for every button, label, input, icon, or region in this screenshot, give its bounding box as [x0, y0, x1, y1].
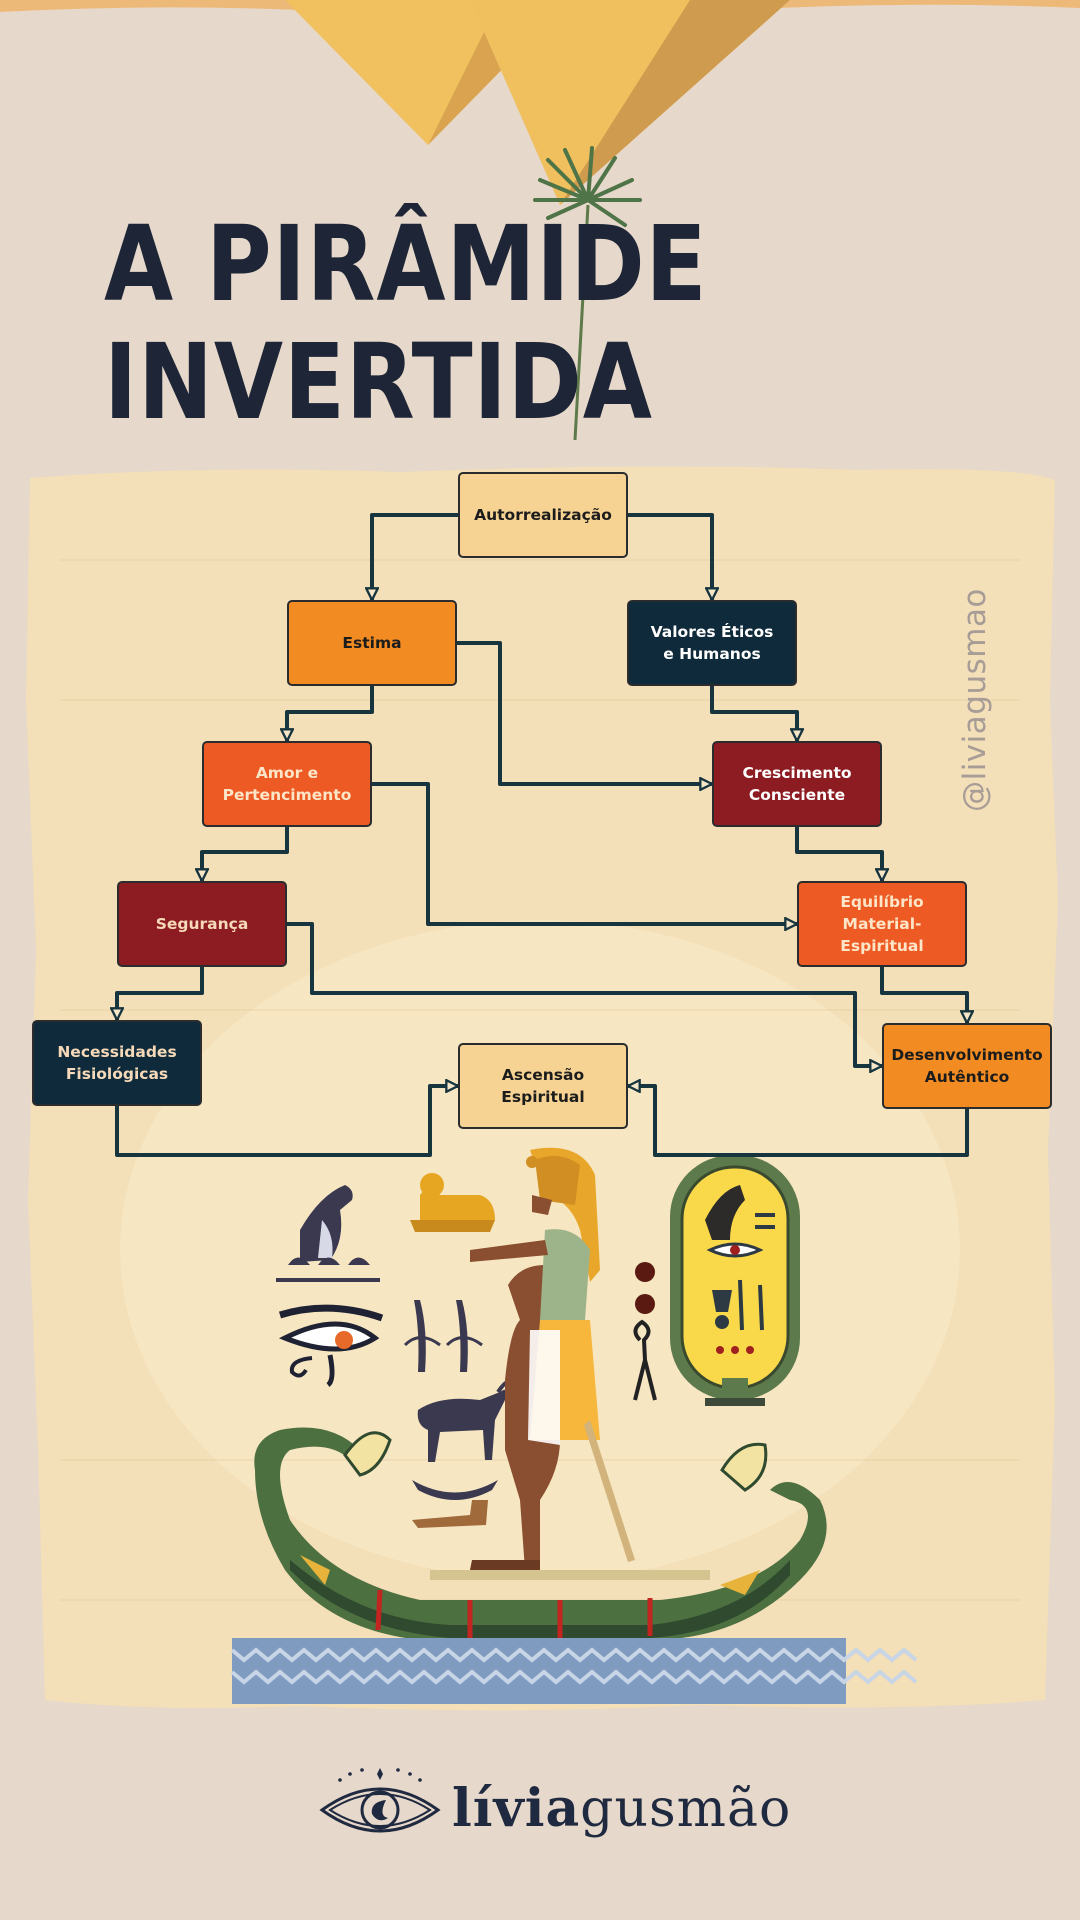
cartouche-icon [670, 1155, 800, 1406]
node-equilibrio: Equilíbrio Material- Espiritual [797, 881, 967, 967]
connector-equilibrio-to-desenvolvimento [880, 967, 967, 1023]
connector-seguranca-to-desenvolvimento [287, 922, 882, 1066]
connector-autorrealizacao-to-estima [372, 513, 458, 600]
connector-amor-to-seguranca [202, 827, 289, 881]
node-seguranca: Segurança [117, 881, 287, 967]
dots-hieroglyph-icon [635, 1262, 655, 1314]
connector-desenvolvimento-to-ascensao [628, 1086, 969, 1157]
arm-hieroglyph-icon [412, 1500, 488, 1528]
node-estima: Estima [287, 600, 457, 686]
connector-estima-to-crescimento [457, 641, 712, 784]
brand-part-1: lívia [452, 1778, 581, 1839]
connector-autorrealizacao-to-valores [628, 513, 712, 600]
connector-valores-to-crescimento [710, 686, 797, 741]
reeds-hieroglyph-icon [403, 1300, 483, 1372]
title-line-2: INVERTIDA [104, 321, 653, 443]
brand-wordmark: líviagusmão [452, 1778, 791, 1839]
connector-crescimento-to-equilibrio [795, 827, 882, 881]
node-amor: Amor e Pertencimento [202, 741, 372, 827]
page-title: A PIRÂMIDE INVERTIDA [104, 205, 708, 441]
connector-necessidades-to-ascensao [115, 1086, 458, 1157]
brand-part-2: gusmão [580, 1779, 792, 1839]
node-autorrealizacao: Autorrealização [458, 472, 628, 558]
node-valores: Valores Éticos e Humanos [627, 600, 797, 686]
connector-estima-to-amor [287, 686, 374, 741]
pyramid-right-shade [560, 0, 790, 205]
rope-hieroglyph-icon [633, 1319, 657, 1401]
hieroglyph-falcon-icon [276, 1185, 380, 1282]
sphinx-offering-icon [410, 1173, 495, 1232]
brand-eye-logo-icon [319, 1768, 441, 1833]
pharaoh-figure [470, 1147, 635, 1570]
title-line-1: A PIRÂMIDE [104, 203, 708, 325]
connector-seguranca-to-necessidades [117, 967, 204, 1020]
solar-boat-icon [254, 1427, 827, 1640]
node-ascensao: Ascensão Espiritual [458, 1043, 628, 1129]
social-handle: @liviagusmao [957, 588, 993, 812]
palm-tree-icon [533, 146, 642, 441]
node-crescimento: Crescimento Consciente [712, 741, 882, 827]
eye-of-horus-icon [278, 1304, 384, 1388]
nile-water [230, 1638, 918, 1704]
node-desenvolvimento: Desenvolvimento Autêntico [882, 1023, 1052, 1109]
connector-amor-to-equilibrio [372, 782, 797, 924]
node-necessidades: Necessidades Fisiológicas [32, 1020, 202, 1106]
